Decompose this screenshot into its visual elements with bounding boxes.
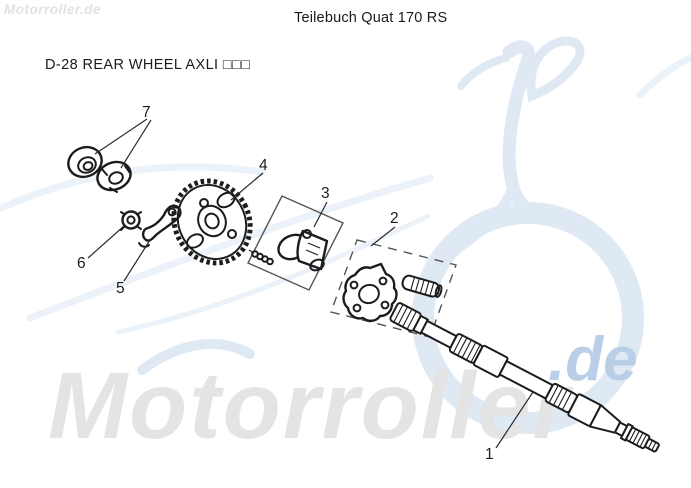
callout-4: 4 [259,157,268,174]
part6-flange-nut [120,210,142,231]
watermark-swoosh-icon [0,163,266,212]
watermark-figure-icon [526,36,585,103]
part1-rear-axle-shaft [389,302,660,453]
watermark-swoosh-icon [636,54,691,99]
callout-1: 1 [485,446,494,463]
callout-6: 6 [77,255,86,272]
part3-group-box [247,195,344,291]
callout-numbers: 1 2 3 4 5 6 7 [77,104,494,463]
part2-splined-stud [401,274,443,299]
part7-axle-nut-and-washer [67,145,132,193]
callout-3: 3 [321,185,330,202]
watermark-corner-text: Motorroller.de [4,2,102,17]
watermark-swoosh-icon [115,213,431,335]
callout-2: 2 [390,210,399,227]
callout-leader-lines [87,118,534,449]
watermark-figure-icon [429,187,516,267]
part4-rear-sprocket [171,178,253,266]
watermark-figure-icon [502,40,548,223]
callout-5: 5 [116,280,125,297]
watermark-logo-graphic: Motorroller .de [0,36,691,459]
watermark-domain-text: .de [548,325,638,394]
part3-brake-assembly [248,229,329,272]
section-title: D-28 REAR WHEEL AXLI □□□ [45,57,251,73]
part2-hub-flange-assembly [342,262,443,322]
watermark-figure-icon [457,54,510,90]
page-title: Teilebuch Quat 170 RS [294,10,448,26]
callout-7: 7 [142,104,151,121]
watermark-swoosh-icon [137,339,255,375]
watermark-swoosh-icon [26,174,434,322]
